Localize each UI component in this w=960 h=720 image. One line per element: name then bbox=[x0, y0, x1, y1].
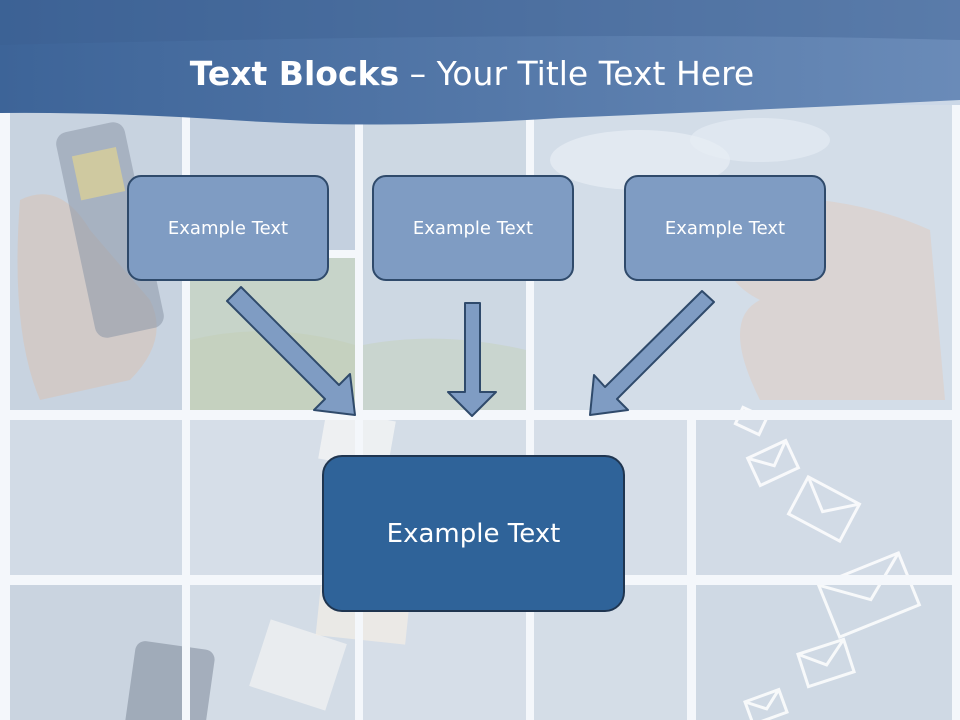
text-block-top-left[interactable]: Example Text bbox=[127, 175, 329, 281]
title-bold: Text Blocks bbox=[189, 54, 400, 93]
text-block-top-center[interactable]: Example Text bbox=[372, 175, 574, 281]
slide-title: Text Blocks – Your Title Text Here bbox=[0, 52, 944, 96]
arrow-down bbox=[447, 302, 497, 417]
arrow-right-down-left bbox=[589, 290, 715, 416]
arrow-left-down-right bbox=[226, 286, 356, 416]
text-block-main[interactable]: Example Text bbox=[322, 455, 625, 612]
title-dash: – bbox=[399, 54, 437, 93]
text-block-top-right[interactable]: Example Text bbox=[624, 175, 826, 281]
title-rest: Your Title Text Here bbox=[436, 54, 755, 93]
